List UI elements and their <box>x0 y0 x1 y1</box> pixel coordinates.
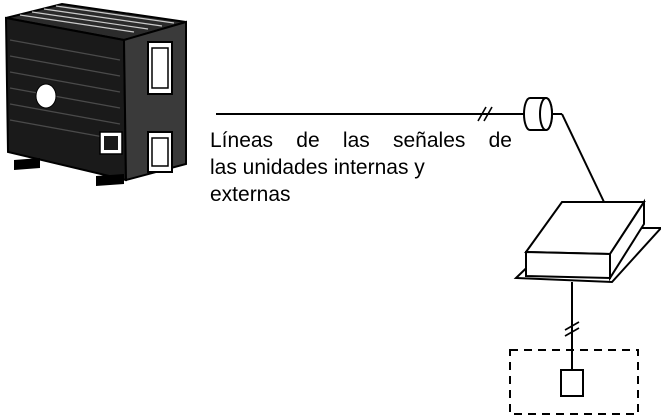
outdoor-ac-unit-icon <box>4 2 187 186</box>
cable-connector-icon <box>523 97 562 131</box>
ceiling-duct-unit-icon <box>513 198 661 284</box>
caption-line-3: externas <box>210 183 291 206</box>
signal-line-diagonal <box>561 113 605 203</box>
signal-lines-caption: Líneas de las señales de las unidades in… <box>210 127 512 208</box>
line-break-mark-icon <box>564 321 580 337</box>
room-boundary <box>509 349 639 415</box>
line-break-mark-icon <box>477 106 493 122</box>
caption-line-2: las unidades internas y <box>210 156 425 179</box>
wired-controller-icon <box>560 369 584 397</box>
caption-line-1: Líneas de las señales de <box>210 129 512 152</box>
